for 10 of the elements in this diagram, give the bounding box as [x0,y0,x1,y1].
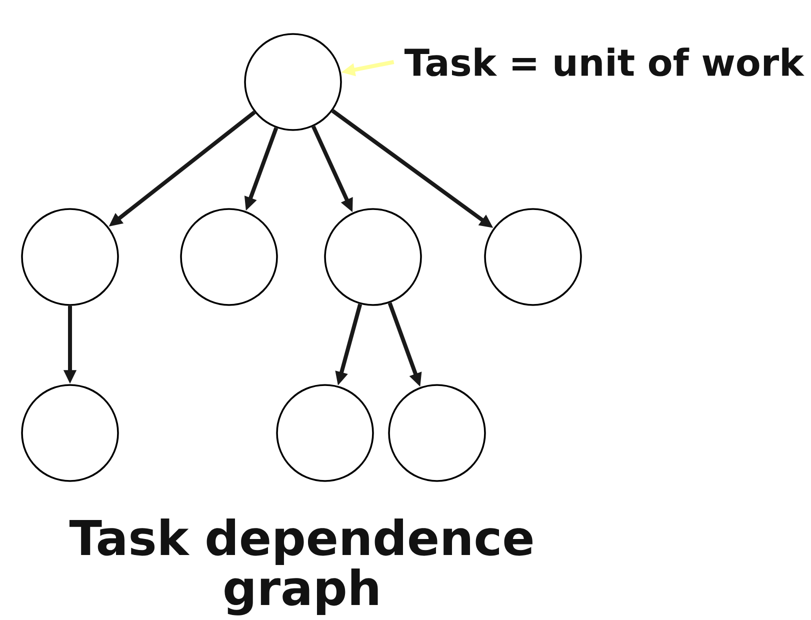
caption: Task dependence graph [69,518,532,616]
task-circle [276,384,374,482]
task-circle [388,384,486,482]
task-circle [21,384,119,482]
task-circle [324,208,422,306]
task-circle [484,208,582,306]
task-circle [244,33,342,131]
note-text: Task = unit of work [404,48,804,76]
task-circle [21,208,119,306]
task-circle [180,208,278,306]
